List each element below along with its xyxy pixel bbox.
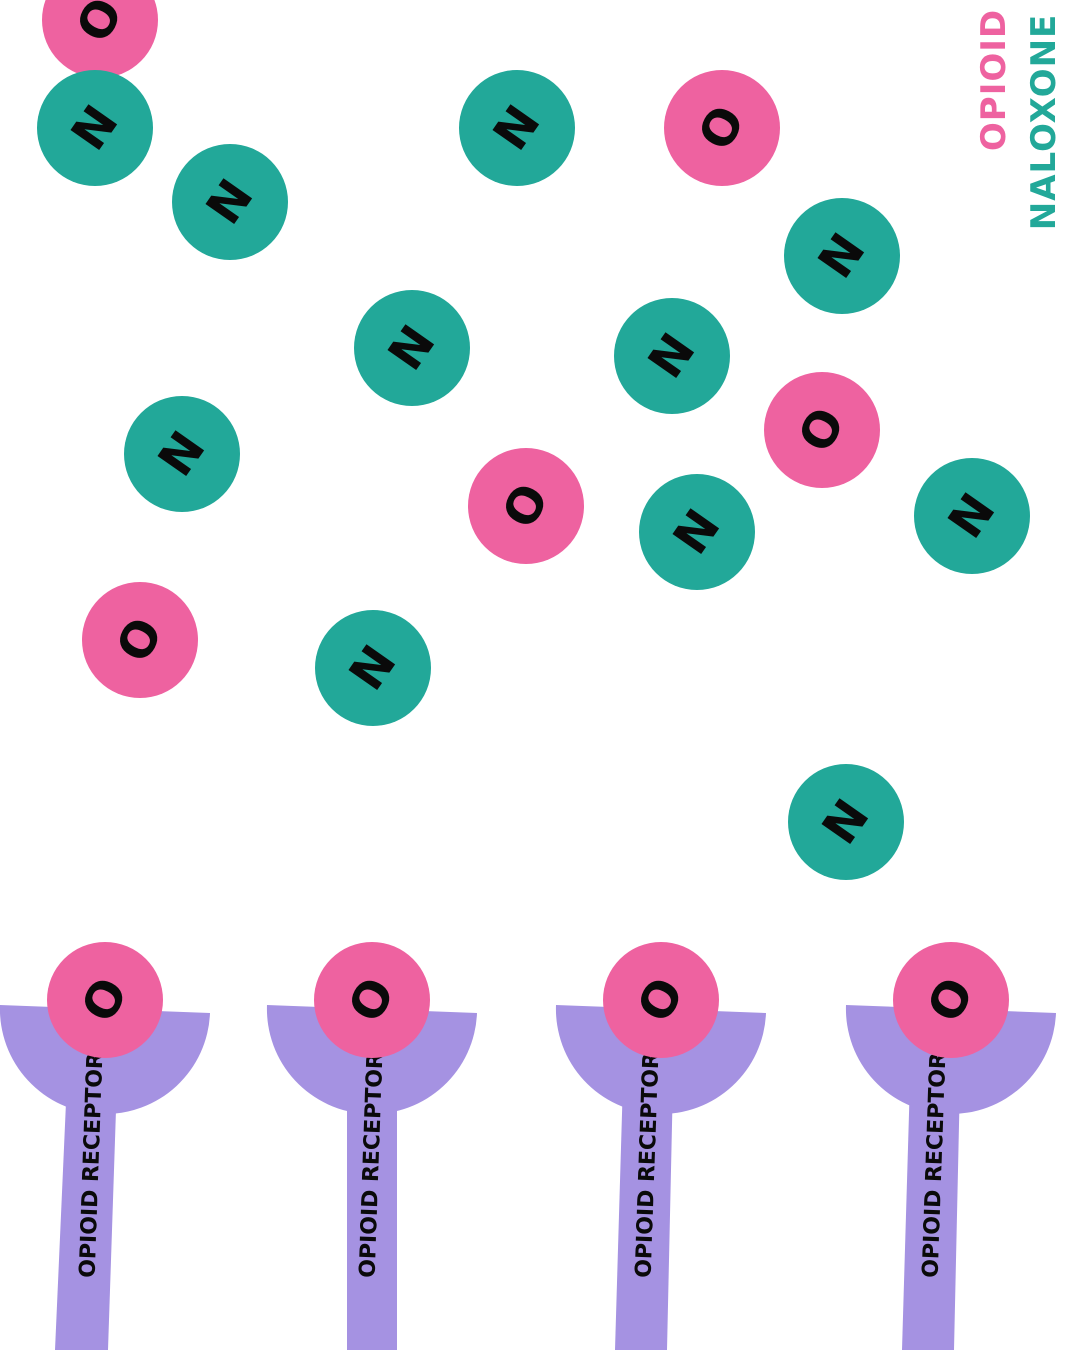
opioid-circle [468, 448, 584, 564]
naloxone-molecule: N [784, 198, 900, 314]
bound-opioid-molecule: O [47, 942, 163, 1058]
naloxone-circle [639, 474, 755, 590]
naloxone-circle [354, 290, 470, 406]
bound-opioid-molecule: O [893, 942, 1009, 1058]
opioid-molecule: O [82, 582, 198, 698]
receptor-stem [615, 1080, 673, 1350]
opioid-circle [764, 372, 880, 488]
legend-naloxone-label: NALOXONE [1024, 14, 1064, 231]
opioid-circle [893, 942, 1009, 1058]
opioid-molecule: O [468, 448, 584, 564]
opioid-circle [664, 70, 780, 186]
receptor-cup [266, 1005, 477, 1115]
naloxone-molecule: N [788, 764, 904, 880]
naloxone-circle [459, 70, 575, 186]
bound-opioid-molecule: O [314, 942, 430, 1058]
naloxone-circle [788, 764, 904, 880]
naloxone-circle [172, 144, 288, 260]
naloxone-molecule: N [172, 144, 288, 260]
legend-opioid-label: OPIOID [974, 9, 1014, 151]
opioid-circle [314, 942, 430, 1058]
naloxone-circle [315, 610, 431, 726]
receptor-cup [555, 1005, 766, 1115]
receptor-cup [845, 1005, 1056, 1114]
receptor-stem [902, 1080, 960, 1350]
naloxone-circle [37, 70, 153, 186]
opioid-circle [603, 942, 719, 1058]
naloxone-circle [914, 458, 1030, 574]
naloxone-molecule: N [914, 458, 1030, 574]
naloxone-molecule: N [614, 298, 730, 414]
opioid-molecule: O [42, 0, 158, 78]
naloxone-circle [614, 298, 730, 414]
naloxone-circle [124, 396, 240, 512]
opioid-molecule: O [664, 70, 780, 186]
naloxone-molecule: N [315, 610, 431, 726]
naloxone-molecule: N [639, 474, 755, 590]
naloxone-molecule: N [124, 396, 240, 512]
bound-opioid-molecule: O [603, 942, 719, 1058]
opioid-circle [42, 0, 158, 78]
naloxone-molecule: N [459, 70, 575, 186]
opioid-molecule: O [764, 372, 880, 488]
receptor-stem [55, 1080, 117, 1350]
receptor-cup [0, 1005, 210, 1115]
receptor-stem [347, 1080, 397, 1350]
naloxone-molecule: N [37, 70, 153, 186]
naloxone-molecule: N [354, 290, 470, 406]
opioid-circle [47, 942, 163, 1058]
opioid-circle [82, 582, 198, 698]
naloxone-circle [784, 198, 900, 314]
legend: OPIOID NALOXONE [974, 9, 1064, 230]
